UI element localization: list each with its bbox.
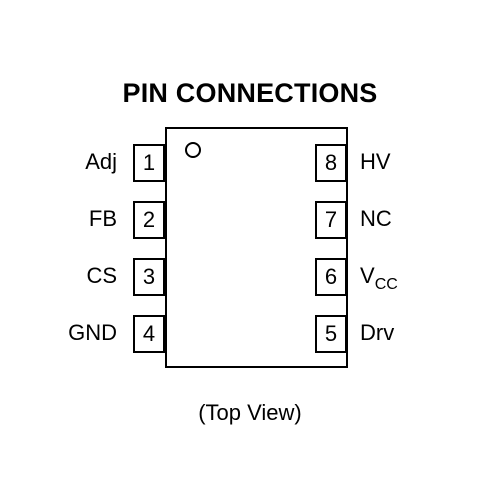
view-caption: (Top View) bbox=[198, 400, 302, 425]
pin-1-number: 1 bbox=[142, 150, 156, 175]
pin-8-number: 8 bbox=[324, 150, 338, 175]
pin-6-label: VCC bbox=[360, 263, 398, 293]
pin-4-box: 4 bbox=[133, 315, 165, 353]
pin-7-number: 7 bbox=[324, 207, 338, 232]
pin-6-label-subscript: CC bbox=[374, 276, 398, 293]
pin-5-box: 5 bbox=[315, 315, 347, 353]
pin-3-label: CS bbox=[86, 263, 117, 288]
pin-7-label-main: NC bbox=[360, 206, 392, 231]
pin-1-box: 1 bbox=[133, 144, 165, 182]
pin-4-number: 4 bbox=[142, 321, 156, 346]
pin-3-number: 3 bbox=[142, 264, 156, 289]
pin-2-box: 2 bbox=[133, 201, 165, 239]
pin-6-label-main: V bbox=[360, 263, 375, 288]
pin-1-label: Adj bbox=[85, 149, 117, 174]
pin-5-label-main: Drv bbox=[360, 320, 395, 345]
pin-3-box: 3 bbox=[133, 258, 165, 296]
pin-5-number: 5 bbox=[324, 321, 338, 346]
pin-6-box: 6 bbox=[315, 258, 347, 296]
diagram-title: PIN CONNECTIONS bbox=[122, 78, 378, 108]
pin-6-number: 6 bbox=[324, 264, 338, 289]
pin-2-number: 2 bbox=[142, 207, 156, 232]
pin-8-label: HV bbox=[360, 149, 391, 175]
pin-7-box: 7 bbox=[315, 201, 347, 239]
pin-2-label: FB bbox=[88, 206, 117, 231]
pin-5-label: Drv bbox=[360, 320, 394, 346]
pin1-indicator-dot bbox=[185, 142, 201, 158]
pin-8-box: 8 bbox=[315, 144, 347, 182]
pin-4-label: GND bbox=[68, 320, 117, 345]
pin-8-label-main: HV bbox=[360, 149, 391, 174]
pin-7-label: NC bbox=[360, 206, 392, 232]
